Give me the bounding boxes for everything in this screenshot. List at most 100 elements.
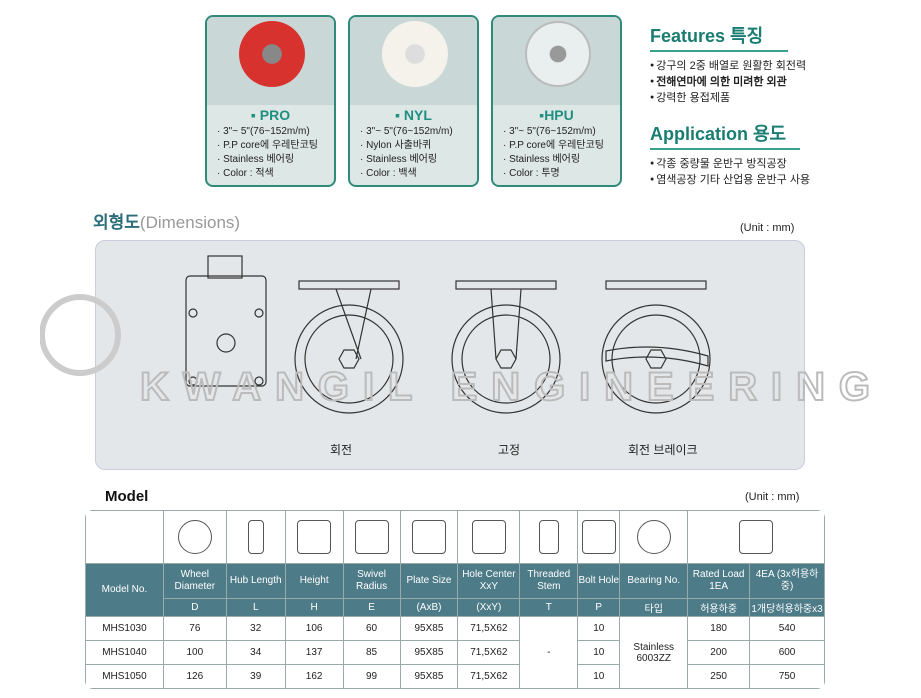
application-item: 각종 중량물 운반구 방직공장 xyxy=(650,156,810,172)
column-symbol: L xyxy=(225,598,286,617)
column-symbol: H xyxy=(284,598,344,617)
height-icon xyxy=(297,520,332,554)
spec: Color : 적색 xyxy=(217,167,318,181)
column-symbol: P xyxy=(577,598,621,617)
spec: 3"~ 5"(76~152m/m) xyxy=(217,125,318,139)
threaded-stem-icon xyxy=(538,520,559,554)
table-cell: 95X85 xyxy=(399,664,459,689)
table-cell: 95X85 xyxy=(399,640,459,665)
table-cell: 34 xyxy=(225,640,286,665)
table-cell: 100 xyxy=(162,640,227,665)
product-name: ▪ NYL xyxy=(395,107,432,123)
spec: Nylon 사출바퀴 xyxy=(360,139,453,153)
table-cell: 200 xyxy=(687,640,751,665)
table-cell: 71,5X62 xyxy=(457,640,521,665)
spec: P.P core에 우레탄코팅 xyxy=(217,139,318,153)
column-header: Plate Size xyxy=(399,563,459,599)
spec: Stainless 베어링 xyxy=(360,153,453,167)
red-wheel-image xyxy=(239,21,305,87)
bolt-hole-icon xyxy=(581,520,616,554)
spec: Color : 백색 xyxy=(360,167,453,181)
column-symbol: D xyxy=(162,598,227,617)
table-cell: 60 xyxy=(342,616,401,641)
column-symbol: 타입 xyxy=(619,598,689,617)
table-cell: 99 xyxy=(342,664,401,689)
column-header: Rated Load 1EA xyxy=(687,563,751,599)
table-cell: 71,5X62 xyxy=(457,616,521,641)
spec: Color : 투명 xyxy=(503,167,604,181)
table-cell: 10 xyxy=(577,640,621,665)
features-title: Features 특징 xyxy=(650,22,788,52)
clear-wheel-image xyxy=(525,21,591,87)
column-header: Swivel Radius xyxy=(342,563,401,599)
table-cell: 10 xyxy=(577,616,621,641)
product-name: ▪ PRO xyxy=(250,107,291,123)
table-cell: 106 xyxy=(284,616,344,641)
white-wheel-image xyxy=(382,21,448,87)
table-cell: 10 xyxy=(577,664,621,689)
table-cell: 85 xyxy=(342,640,401,665)
dimensions-panel xyxy=(95,240,805,470)
column-symbol: E xyxy=(342,598,401,617)
table-cell: 180 xyxy=(687,616,751,641)
hole-center-icon xyxy=(471,520,506,554)
spec: P.P core에 우레탄코팅 xyxy=(503,139,604,153)
table-cell: 137 xyxy=(284,640,344,665)
column-header: Hub Length xyxy=(225,563,286,599)
table-cell: 540 xyxy=(749,616,825,641)
column-symbol: 허용하중 xyxy=(687,598,751,617)
table-cell: 162 xyxy=(284,664,344,689)
spec: Stainless 베어링 xyxy=(217,153,318,167)
feature-item: 강구의 2중 배열로 원활한 회전력 xyxy=(650,58,806,74)
plate-size-icon xyxy=(411,520,446,554)
product-card-nyl: ▪ NYL 3"~ 5"(76~152m/m)Nylon 사출바퀴Stainle… xyxy=(348,15,479,187)
spec: Stainless 베어링 xyxy=(503,153,604,167)
wheel-diameter-icon xyxy=(177,520,212,554)
product-card-hpu: ▪HPU 3"~ 5"(76~152m/m)P.P core에 우레탄코팅Sta… xyxy=(491,15,622,187)
hub-length-icon xyxy=(247,520,264,554)
column-header: Bearing No. xyxy=(619,563,689,599)
table-cell: 600 xyxy=(749,640,825,665)
application-item: 염색공장 기타 산업용 운반구 사용 xyxy=(650,172,810,188)
model-unit: (Unit : mm) xyxy=(745,491,800,503)
product-name: ▪HPU xyxy=(539,107,574,123)
model-title: Model xyxy=(105,488,149,505)
application-section: Application 용도 각종 중량물 운반구 방직공장염색공장 기타 산업… xyxy=(650,120,810,188)
table-cell: MHS1050 xyxy=(85,664,164,689)
swivel-radius-icon xyxy=(354,520,389,554)
blank-cell xyxy=(85,510,164,564)
column-symbol: (AxB) xyxy=(399,598,459,617)
table-cell: 71,5X62 xyxy=(457,664,521,689)
table-cell: - xyxy=(519,616,579,689)
caption-fixed: 고정 xyxy=(498,443,521,457)
column-header: Bolt Hole xyxy=(577,563,621,599)
table-cell: 32 xyxy=(225,616,286,641)
caption-swivel: 회전 xyxy=(330,443,353,457)
caption-swivel-brake: 회전 브레이크 xyxy=(628,443,698,457)
column-header: Threaded Stem xyxy=(519,563,579,599)
column-symbol: (XxY) xyxy=(457,598,521,617)
rated-load-icon xyxy=(739,520,774,554)
dimensions-unit: (Unit : mm) xyxy=(740,222,795,234)
table-cell: 95X85 xyxy=(399,616,459,641)
table-cell: 126 xyxy=(162,664,227,689)
column-header: Wheel Diameter xyxy=(162,563,227,599)
column-header: Hole Center XxY xyxy=(457,563,521,599)
feature-item: 전해연마에 의한 미려한 외관 xyxy=(650,74,806,90)
table-cell: 76 xyxy=(162,616,227,641)
table-cell: MHS1030 xyxy=(85,616,164,641)
column-symbol: 1개당허용하중x3 xyxy=(749,598,825,617)
table-cell: 39 xyxy=(225,664,286,689)
table-cell: Stainless 6003ZZ xyxy=(619,616,689,689)
column-header: 4EA (3x허용하중) xyxy=(749,563,825,599)
bearing-icon xyxy=(636,520,671,554)
column-header: Height xyxy=(284,563,344,599)
spec: 3"~ 5"(76~152m/m) xyxy=(503,125,604,139)
table-cell: MHS1040 xyxy=(85,640,164,665)
table-cell: 750 xyxy=(749,664,825,689)
caster-drawings xyxy=(185,255,711,414)
